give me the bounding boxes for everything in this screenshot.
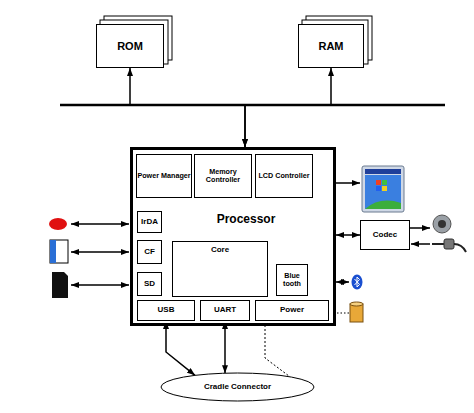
memory-box: RAM — [298, 24, 364, 68]
node-label: IrDA — [141, 218, 158, 227]
port-box: IrDA — [137, 211, 162, 233]
connector — [245, 68, 331, 147]
node-label: Power Manager — [137, 172, 190, 180]
codec-box: Codec — [360, 220, 410, 250]
connector — [265, 321, 290, 377]
node-label: Blue tooth — [277, 272, 307, 288]
connector — [336, 234, 360, 236]
controller-box: Power Manager — [136, 154, 192, 198]
connector — [130, 68, 245, 147]
pda-screen-icon — [362, 166, 404, 212]
processor-box: Processor Power Manager Memory Controller L… — [130, 147, 336, 326]
sd-card-icon — [52, 272, 68, 298]
node-label: Power — [280, 306, 304, 315]
connector-ellipse: Cradle Connector — [160, 372, 315, 402]
plug-icon — [432, 239, 466, 252]
node-label: Cradle Connector — [204, 383, 271, 392]
speaker-arrow — [410, 227, 430, 229]
port-box: CF — [137, 240, 162, 264]
node-label: RAM — [318, 40, 343, 52]
port-box: Power — [255, 300, 329, 321]
node-label: Processor — [217, 213, 276, 226]
node-label: Codec — [373, 231, 397, 240]
connector — [166, 321, 195, 375]
node-label: LCD Controller — [258, 172, 309, 180]
core-box: Core — [172, 241, 268, 297]
connector — [224, 321, 226, 373]
node-label: SD — [144, 280, 155, 289]
port-box: UART — [200, 300, 250, 321]
node-label: CF — [144, 248, 155, 257]
speaker-icon — [433, 215, 451, 233]
display-arrow — [336, 182, 360, 184]
irda-icon — [49, 218, 67, 230]
irda-arrow — [71, 223, 129, 225]
bluetooth-arrow — [336, 281, 349, 283]
node-label: Core — [211, 246, 229, 255]
cf-arrow — [71, 251, 129, 253]
mic-arrow — [411, 243, 430, 245]
controller-box: Memory Controller — [194, 154, 252, 198]
port-box: SD — [137, 272, 162, 296]
node-label: UART — [214, 306, 236, 315]
cf-card-icon — [50, 240, 68, 263]
node-label: USB — [158, 306, 175, 315]
sd-arrow — [71, 284, 129, 286]
memory-box: ROM — [96, 24, 164, 68]
port-box: USB — [137, 300, 195, 321]
node-label: Memory Controller — [195, 168, 251, 184]
port-box: Blue tooth — [276, 264, 308, 296]
battery-icon — [350, 302, 363, 322]
controller-box: LCD Controller — [255, 154, 313, 198]
node-label: ROM — [117, 40, 143, 52]
bluetooth-icon — [352, 275, 363, 290]
